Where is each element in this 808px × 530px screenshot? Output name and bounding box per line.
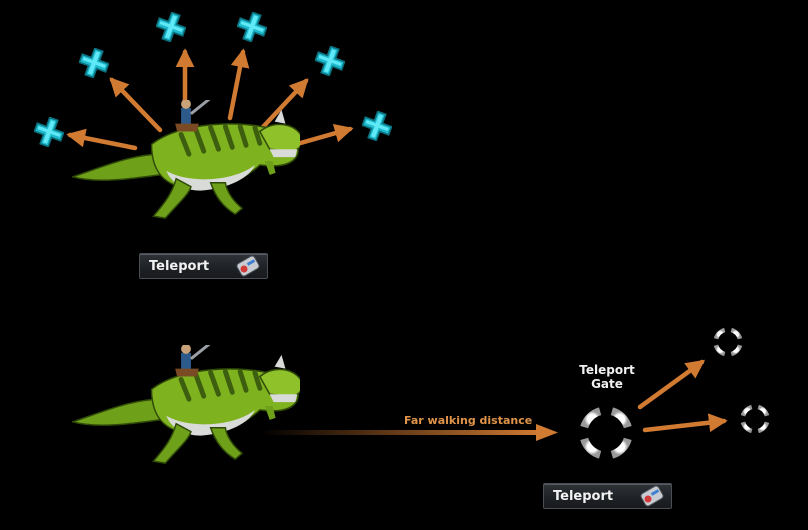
teleport-button-label: Teleport [149, 258, 210, 274]
cross-marker-icon [315, 46, 345, 76]
gate-label-line2: Gate [591, 377, 623, 391]
cross-marker-icon [34, 117, 64, 147]
walking-distance-arrow-head [536, 424, 558, 441]
walking-distance-label: Far walking distance [404, 414, 533, 427]
teleport-button-label: Teleport [553, 488, 614, 504]
bottom-panel [73, 330, 767, 463]
teleport-gate-ring-icon[interactable] [584, 411, 628, 455]
gate-ring-small-icon [743, 407, 767, 431]
teleport-button[interactable]: Teleport [139, 253, 268, 279]
gate-label-line1: Teleport [579, 363, 635, 377]
cross-marker-icon [362, 111, 392, 141]
top-panel [34, 12, 392, 218]
cross-marker-icon [237, 12, 267, 42]
cross-marker-icon [79, 48, 109, 78]
dinosaur-with-rider[interactable] [73, 98, 303, 218]
teleport-device-icon [639, 485, 665, 507]
teleport-gate-label: Teleport Gate [566, 363, 648, 391]
dinosaur-with-rider[interactable] [73, 343, 303, 463]
teleport-button[interactable]: Teleport [543, 483, 672, 509]
walking-distance-arrow-shaft [260, 430, 542, 435]
cross-marker-icon [156, 12, 186, 42]
gate-exit-arrows [637, 359, 728, 433]
gate-ring-small-icon [716, 330, 740, 354]
teleport-device-icon [235, 255, 261, 277]
